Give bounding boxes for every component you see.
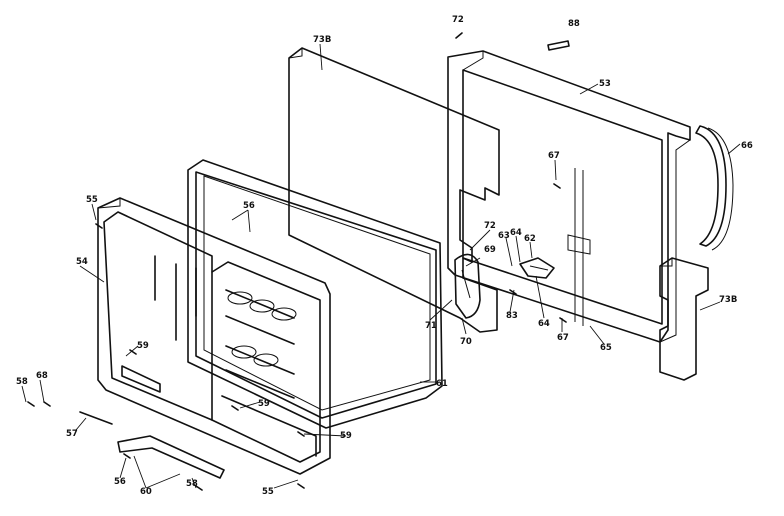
foam-block-lower [659, 257, 709, 381]
part-label: 59 [340, 431, 352, 441]
hinge-bracket [519, 257, 555, 279]
part-labels: 72 88 73B 53 66 67 55 56 72 63 64 62 69 … [16, 15, 753, 497]
outer-door-frame [447, 50, 691, 343]
part-label: 65 [600, 343, 612, 353]
part-label: 54 [76, 257, 88, 267]
part-label: 61 [436, 379, 448, 389]
fasteners [27, 183, 567, 491]
part-label: 67 [557, 333, 569, 343]
part-label: 59 [137, 341, 149, 351]
part-label: 63 [498, 231, 510, 241]
part-label: 64 [538, 319, 550, 329]
part-label: 88 [568, 19, 580, 29]
inner-door-liner [97, 197, 331, 475]
part-label: 56 [114, 477, 126, 487]
part-label: 64 [510, 228, 522, 238]
part-label: 71 [425, 321, 437, 331]
leader-lines [21, 43, 741, 489]
part-label: 73B [719, 295, 737, 305]
part-label: 68 [36, 371, 48, 381]
part-label: 56 [243, 201, 255, 211]
part-label: 70 [460, 337, 472, 347]
part-label: 60 [140, 487, 152, 497]
screw-top [455, 32, 463, 39]
part-label: 59 [258, 399, 270, 409]
door-handle [695, 125, 734, 251]
part-label: 83 [506, 311, 518, 321]
part-label: 55 [86, 195, 98, 205]
part-label: 72 [484, 221, 496, 231]
part-label: 62 [524, 234, 536, 244]
part-label: 53 [599, 79, 611, 89]
hinge-pin [547, 40, 570, 51]
part-label: 66 [741, 141, 753, 151]
part-label: 67 [548, 151, 560, 161]
part-label: 58 [186, 479, 198, 489]
door-latch [454, 253, 481, 319]
part-label: 69 [484, 245, 496, 255]
part-label: 57 [66, 429, 78, 439]
lower-bracket-strip [79, 411, 225, 479]
door-gasket [187, 159, 443, 429]
part-label: 55 [262, 487, 274, 497]
part-label: 72 [452, 15, 464, 25]
part-label: 73B [313, 35, 331, 45]
part-label: 58 [16, 377, 28, 387]
